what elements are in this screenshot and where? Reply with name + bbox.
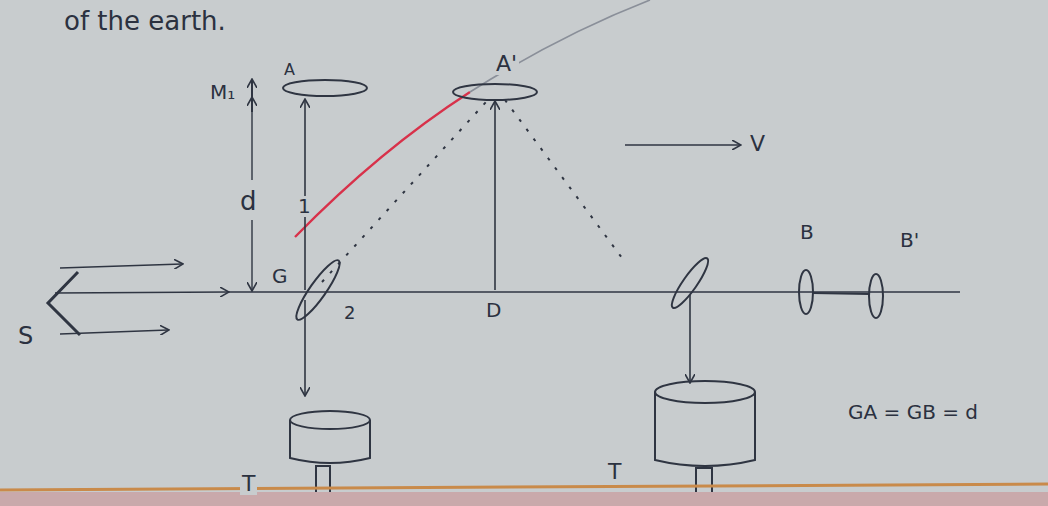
point-label: D	[484, 300, 503, 321]
equation-text: GA = GB = d	[846, 402, 980, 423]
ray-label: 1	[296, 196, 313, 217]
source-label: S	[16, 324, 35, 349]
lens-label: B'	[898, 230, 921, 251]
mirror-label: M₁	[208, 82, 237, 103]
lens-label: B	[798, 222, 816, 243]
velocity-label: V	[748, 132, 767, 155]
dimension-label: d	[238, 188, 259, 215]
telescope-label: T	[240, 472, 257, 495]
telescope-label: T	[606, 460, 623, 483]
mirror-label: A'	[494, 52, 519, 75]
mirror-label: A	[282, 62, 297, 79]
ray-label: 2	[342, 304, 357, 323]
plate-label: G	[270, 266, 290, 287]
note-text: of the earth.	[62, 8, 228, 35]
